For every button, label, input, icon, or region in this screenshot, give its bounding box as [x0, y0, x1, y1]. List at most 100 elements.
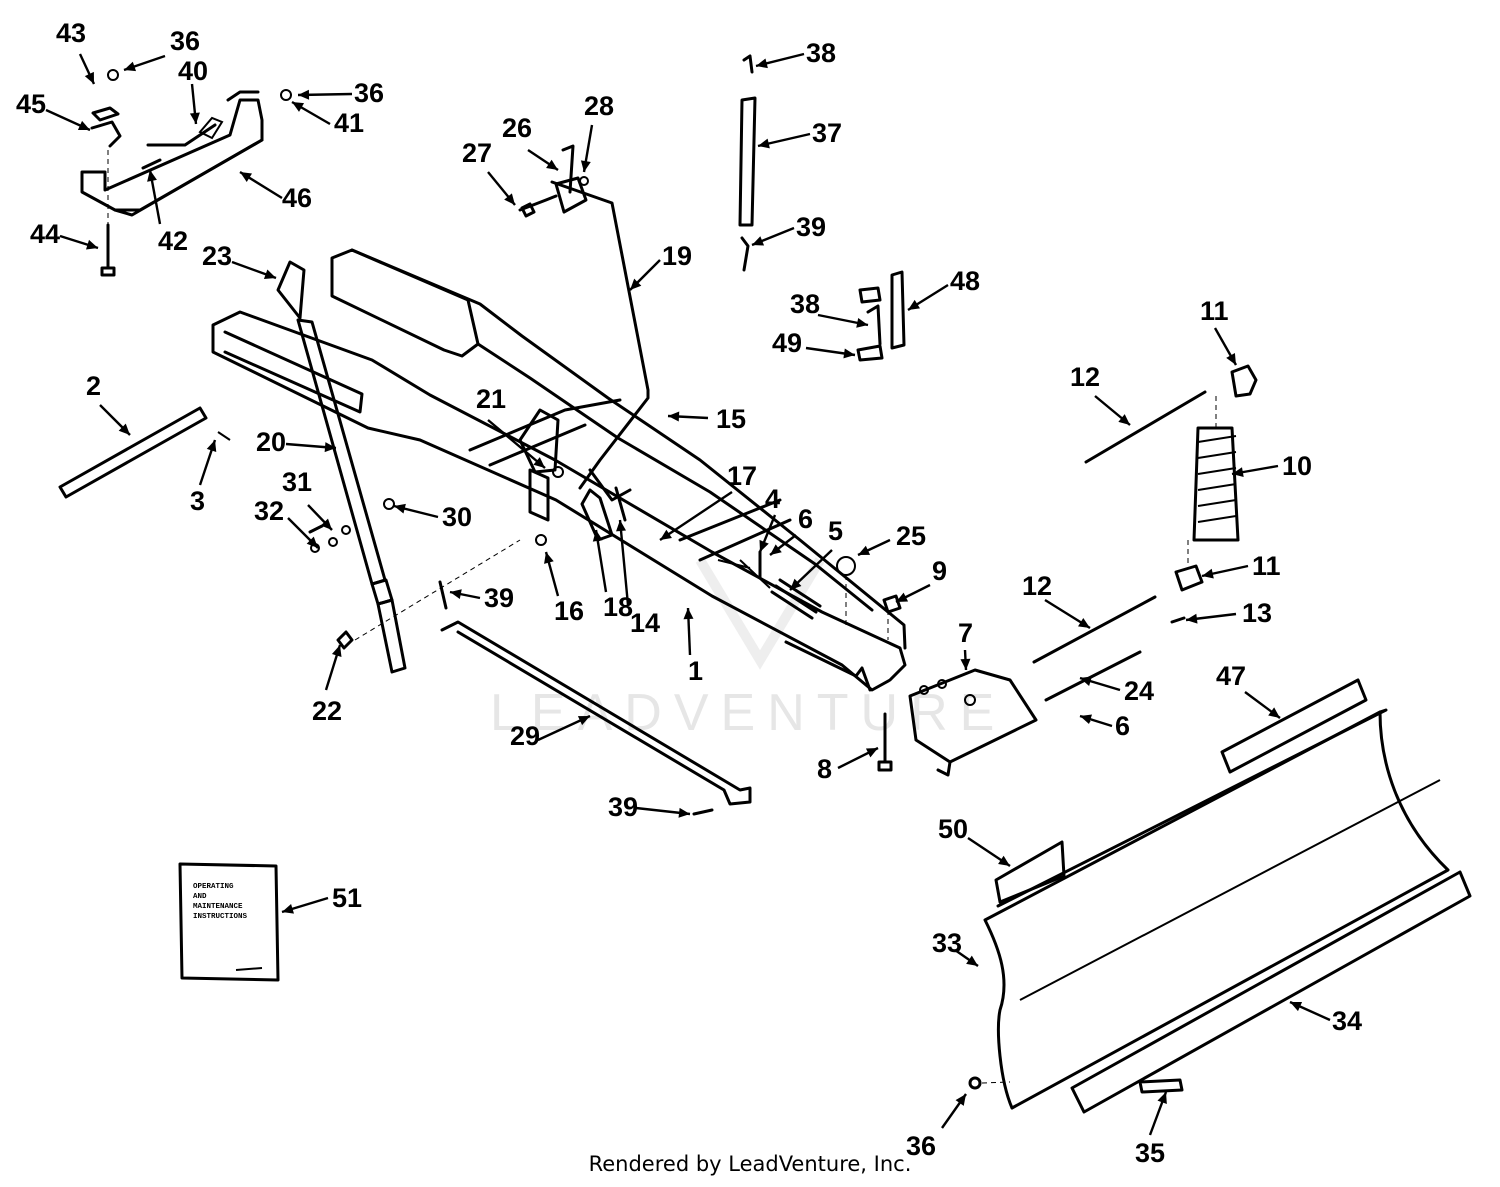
- manual-line-2: AND: [193, 893, 207, 901]
- callout-label-16: 16: [554, 596, 584, 626]
- callout-arrowhead-50: [998, 855, 1010, 866]
- callout-arrowhead-36: [124, 61, 137, 72]
- callout-arrowhead-35: [1157, 1092, 1167, 1105]
- callout-arrowhead-16: [544, 552, 554, 564]
- callout-label-31: 31: [282, 467, 312, 497]
- callout-arrowhead-22: [331, 645, 342, 657]
- footer-credit: Rendered by LeadVenture, Inc.: [588, 1152, 912, 1176]
- callout-leader-14: [618, 519, 630, 606]
- callout-arrowhead-31: [320, 518, 332, 530]
- callout-label-21: 21: [476, 384, 506, 414]
- callout-arrowhead-12: [1078, 617, 1090, 628]
- callout-arrowhead-10: [1232, 467, 1244, 478]
- callout-arrowhead-51: [282, 904, 294, 914]
- callout-label-34: 34: [1332, 1006, 1362, 1036]
- callout-label-29: 29: [510, 721, 540, 751]
- callout-label-17: 17: [727, 461, 757, 491]
- callout-arrowhead-42: [147, 170, 157, 182]
- callout-label-32: 32: [254, 496, 284, 526]
- callout-label-20: 20: [256, 427, 286, 457]
- callout-label-40: 40: [178, 56, 208, 86]
- linkage-rods: [438, 144, 752, 816]
- assembly-guide-lines: [107, 150, 1217, 1084]
- callout-arrowhead-36: [955, 1094, 966, 1106]
- callout-arrowhead-27: [504, 193, 515, 205]
- callout-arrowhead-37: [758, 138, 770, 149]
- callout-label-39: 39: [608, 792, 638, 822]
- callout-label-12: 12: [1022, 571, 1052, 601]
- callout-label-14: 14: [630, 608, 660, 638]
- callout-label-50: 50: [938, 814, 968, 844]
- callout-label-26: 26: [502, 113, 532, 143]
- callout-label-36: 36: [906, 1131, 936, 1161]
- callout-label-4: 4: [765, 484, 780, 514]
- callout-label-25: 25: [896, 521, 926, 551]
- callout-label-11: 11: [1200, 296, 1229, 326]
- callout-label-28: 28: [584, 91, 614, 121]
- callout-label-7: 7: [958, 618, 973, 648]
- callout-label-27: 27: [462, 138, 492, 168]
- callout-arrowhead-3: [206, 440, 217, 453]
- mounting-bracket-assembly: [80, 69, 292, 277]
- callout-leader-17: [659, 491, 733, 541]
- callout-arrowhead-46: [240, 172, 252, 183]
- callout-arrowhead-23: [263, 269, 276, 279]
- callout-arrowhead-49: [843, 348, 855, 359]
- manual-line-4: INSTRUCTIONS: [193, 913, 248, 921]
- callout-label-38: 38: [790, 289, 820, 319]
- callout-label-24: 24: [1124, 676, 1154, 706]
- callout-label-6: 6: [798, 504, 813, 534]
- callout-label-19: 19: [662, 241, 692, 271]
- plow-blade: [968, 678, 1472, 1114]
- callout-arrowhead-11: [1202, 568, 1214, 579]
- callout-label-51: 51: [332, 883, 362, 913]
- callout-arrowhead-48: [908, 299, 920, 310]
- callout-label-41: 41: [334, 108, 364, 138]
- callout-arrowhead-8: [865, 748, 878, 758]
- callout-arrowhead-7: [960, 658, 971, 670]
- callout-label-36: 36: [170, 26, 200, 56]
- callout-label-3: 3: [190, 486, 205, 516]
- callout-arrowhead-4: [759, 539, 769, 552]
- callout-label-35: 35: [1135, 1138, 1165, 1168]
- callout-arrowhead-19: [630, 278, 642, 290]
- callout-label-33: 33: [932, 928, 962, 958]
- callout-arrowhead-30: [394, 503, 406, 514]
- callout-label-15: 15: [716, 404, 746, 434]
- callout-arrowhead-12: [1118, 414, 1130, 425]
- manual-line-1: OPERATING: [193, 883, 234, 891]
- callout-arrowhead-29: [577, 716, 590, 726]
- manual-line-3: MAINTENANCE: [193, 903, 243, 911]
- callout-label-48: 48: [950, 266, 980, 296]
- callout-label-47: 47: [1216, 661, 1246, 691]
- callout-label-1: 1: [688, 656, 703, 686]
- operating-manual: OPERATING AND MAINTENANCE INSTRUCTIONS: [178, 862, 280, 982]
- callout-label-42: 42: [158, 226, 188, 256]
- callout-arrowhead-20: [324, 442, 336, 453]
- callout-label-30: 30: [442, 502, 472, 532]
- tension-spring-assembly: [717, 550, 822, 620]
- callout-label-18: 18: [603, 592, 633, 622]
- callout-arrowhead-45: [77, 120, 90, 130]
- callout-label-37: 37: [812, 118, 842, 148]
- callout-arrowhead-28: [580, 160, 591, 172]
- callout-label-5: 5: [828, 516, 843, 546]
- callout-arrowhead-15: [668, 411, 680, 422]
- pivot-bracket: [836, 556, 1038, 777]
- callout-arrowhead-47: [1268, 707, 1280, 718]
- callout-arrowhead-14: [616, 520, 627, 532]
- callout-arrowhead-39: [678, 807, 690, 818]
- callout-label-39: 39: [796, 212, 826, 242]
- callout-arrowhead-44: [86, 239, 98, 250]
- lift-handle-assembly: [276, 260, 407, 674]
- callout-label-12: 12: [1070, 362, 1100, 392]
- callout-arrowhead-39: [450, 589, 462, 600]
- callout-arrowhead-36: [298, 89, 310, 100]
- callout-arrowhead-13: [1186, 613, 1198, 624]
- blade-spring-assembly: [1032, 364, 1258, 723]
- callout-arrowhead-11: [1226, 352, 1236, 365]
- callout-arrowhead-34: [1290, 1001, 1303, 1012]
